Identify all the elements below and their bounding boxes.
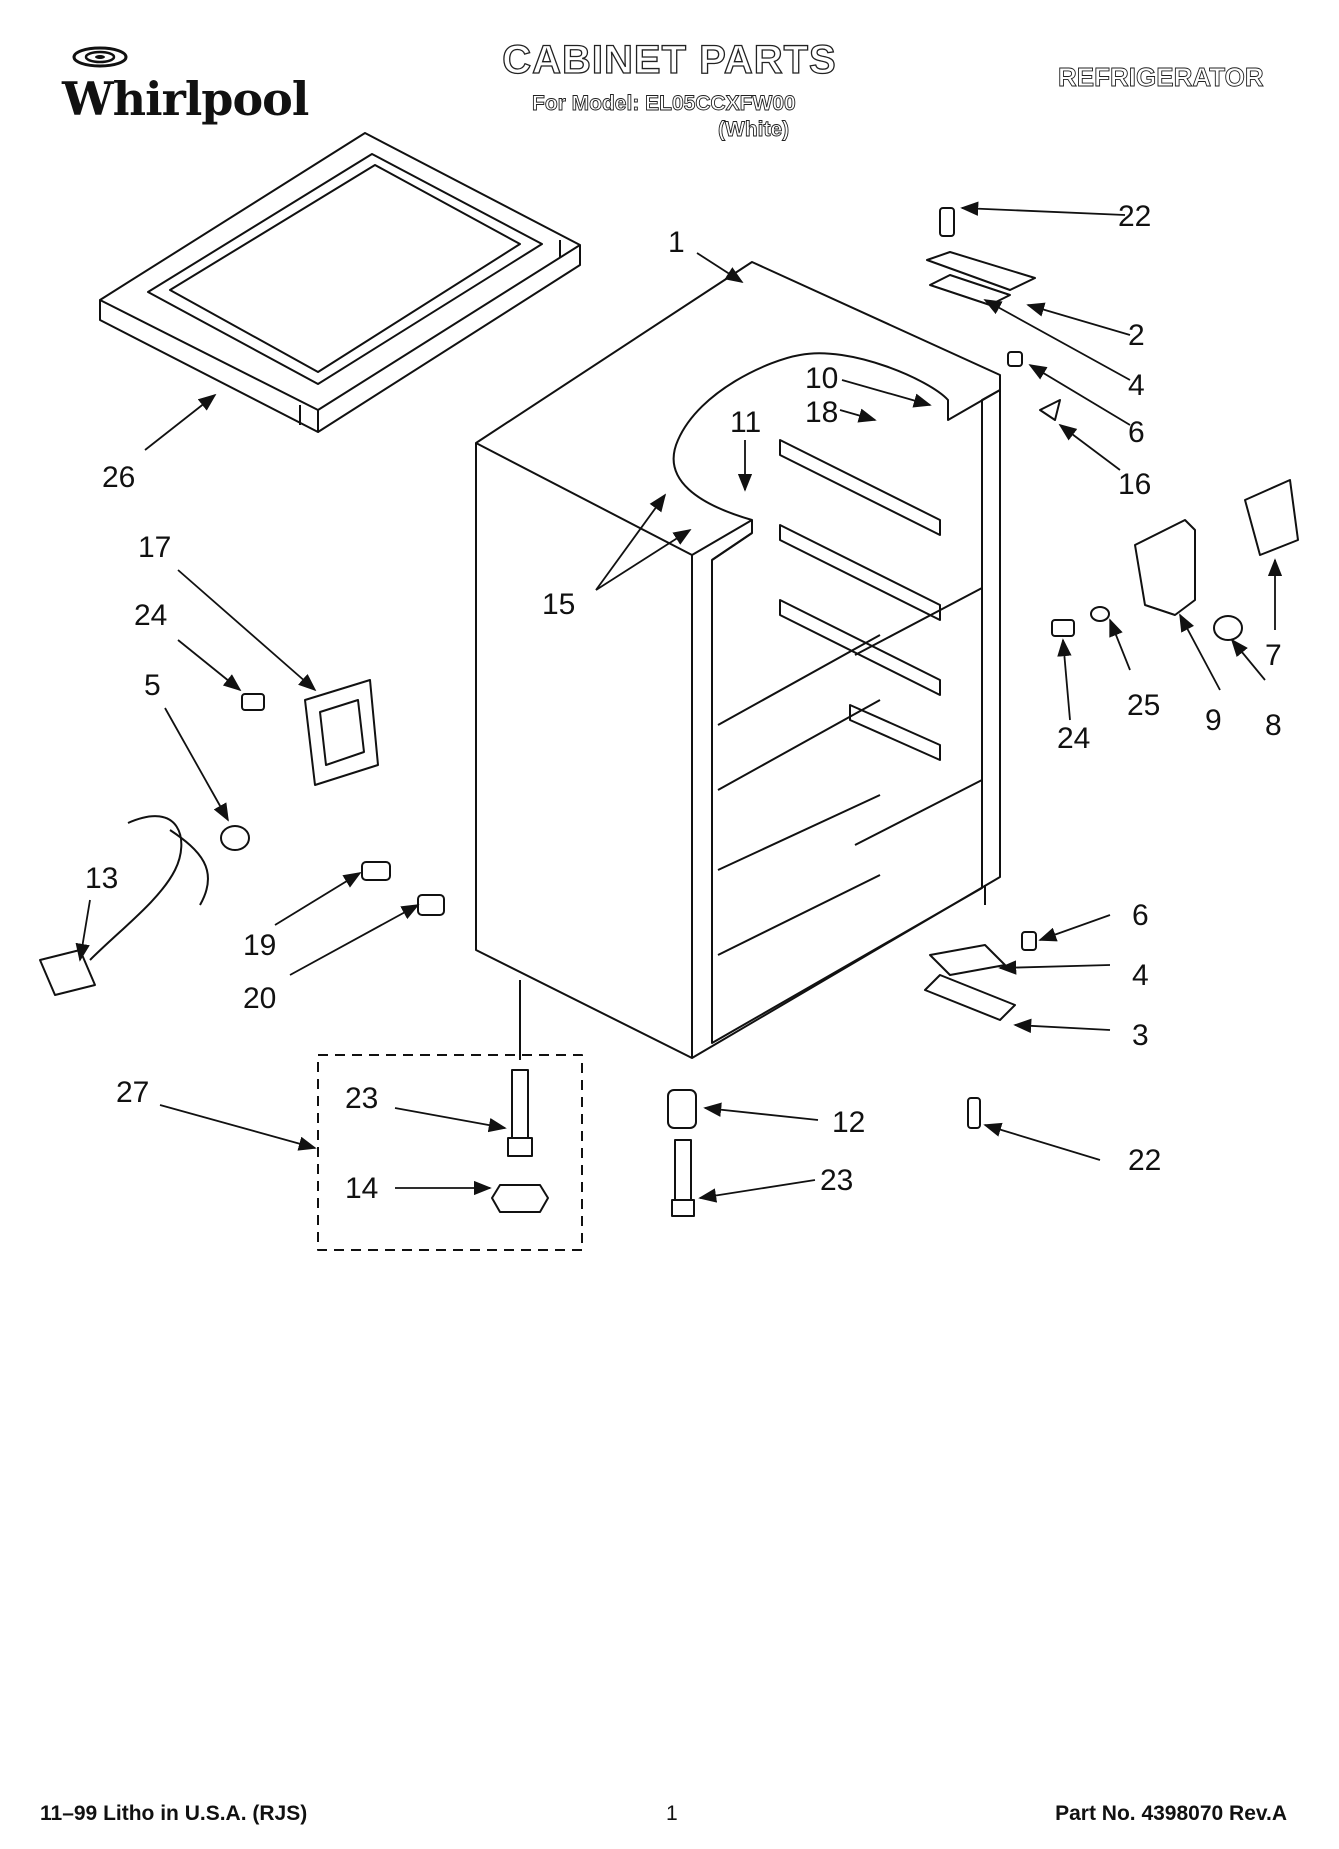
bottom-hinge-parts xyxy=(317,931,1037,1251)
callout-label: 22 xyxy=(1128,1144,1161,1177)
callout-label: 17 xyxy=(138,531,171,564)
callout-label: 15 xyxy=(542,588,575,621)
top-hinge-parts xyxy=(926,207,1061,421)
brand-name: Whirlpool xyxy=(62,72,309,126)
litho-note: 11–99 Litho in U.S.A. (RJS) xyxy=(40,1802,308,1825)
category-label: REFRIGERATOR xyxy=(1058,62,1265,93)
callout-label: 14 xyxy=(345,1172,378,1205)
whirlpool-swirl-icon xyxy=(72,46,128,68)
callout-label: 9 xyxy=(1205,704,1222,737)
callout-label: 6 xyxy=(1128,416,1145,449)
callout-label: 23 xyxy=(345,1082,378,1115)
callout-label: 23 xyxy=(820,1164,853,1197)
callout-label: 4 xyxy=(1132,959,1149,992)
part-number: Part No. 4398070 Rev.A xyxy=(1055,1802,1287,1825)
color-line: (White) xyxy=(718,118,790,142)
page-number: 1 xyxy=(666,1802,678,1825)
callout-label: 7 xyxy=(1265,639,1282,672)
callout-label: 24 xyxy=(134,599,167,632)
callout-label: 16 xyxy=(1118,468,1151,501)
callout-label: 1 xyxy=(668,226,685,259)
model-line: For Model: EL05CCXFW00 xyxy=(532,92,797,116)
callout-label: 3 xyxy=(1132,1019,1149,1052)
left-small-parts xyxy=(39,679,445,996)
callout-label: 22 xyxy=(1118,200,1151,233)
callout-label: 2 xyxy=(1128,319,1145,352)
callout-label: 19 xyxy=(243,929,276,962)
callout-label: 25 xyxy=(1127,689,1160,722)
page-title: CABINET PARTS xyxy=(502,37,837,82)
callout-label: 8 xyxy=(1265,709,1282,742)
callout-label: 10 xyxy=(805,362,838,395)
callout-label: 5 xyxy=(144,669,161,702)
callout-label: 18 xyxy=(805,396,838,429)
control-parts xyxy=(1051,479,1299,641)
leader-lines xyxy=(75,201,1283,1203)
cabinet-body xyxy=(475,261,1001,1060)
callout-label: 4 xyxy=(1128,369,1145,402)
callout-label: 27 xyxy=(116,1076,149,1109)
callout-label: 11 xyxy=(730,406,761,439)
countertop-part xyxy=(99,132,581,433)
callout-label: 13 xyxy=(85,862,118,895)
callout-label: 24 xyxy=(1057,722,1090,755)
callout-label: 6 xyxy=(1132,899,1149,932)
callout-label: 20 xyxy=(243,982,276,1015)
callout-label: 12 xyxy=(832,1106,865,1139)
callout-label: 26 xyxy=(102,461,135,494)
callout-labels: 1 22 2 4 6 16 10 18 11 15 26 17 24 5 13 … xyxy=(85,200,1282,1205)
whirlpool-logo: Whirlpool xyxy=(62,46,309,126)
